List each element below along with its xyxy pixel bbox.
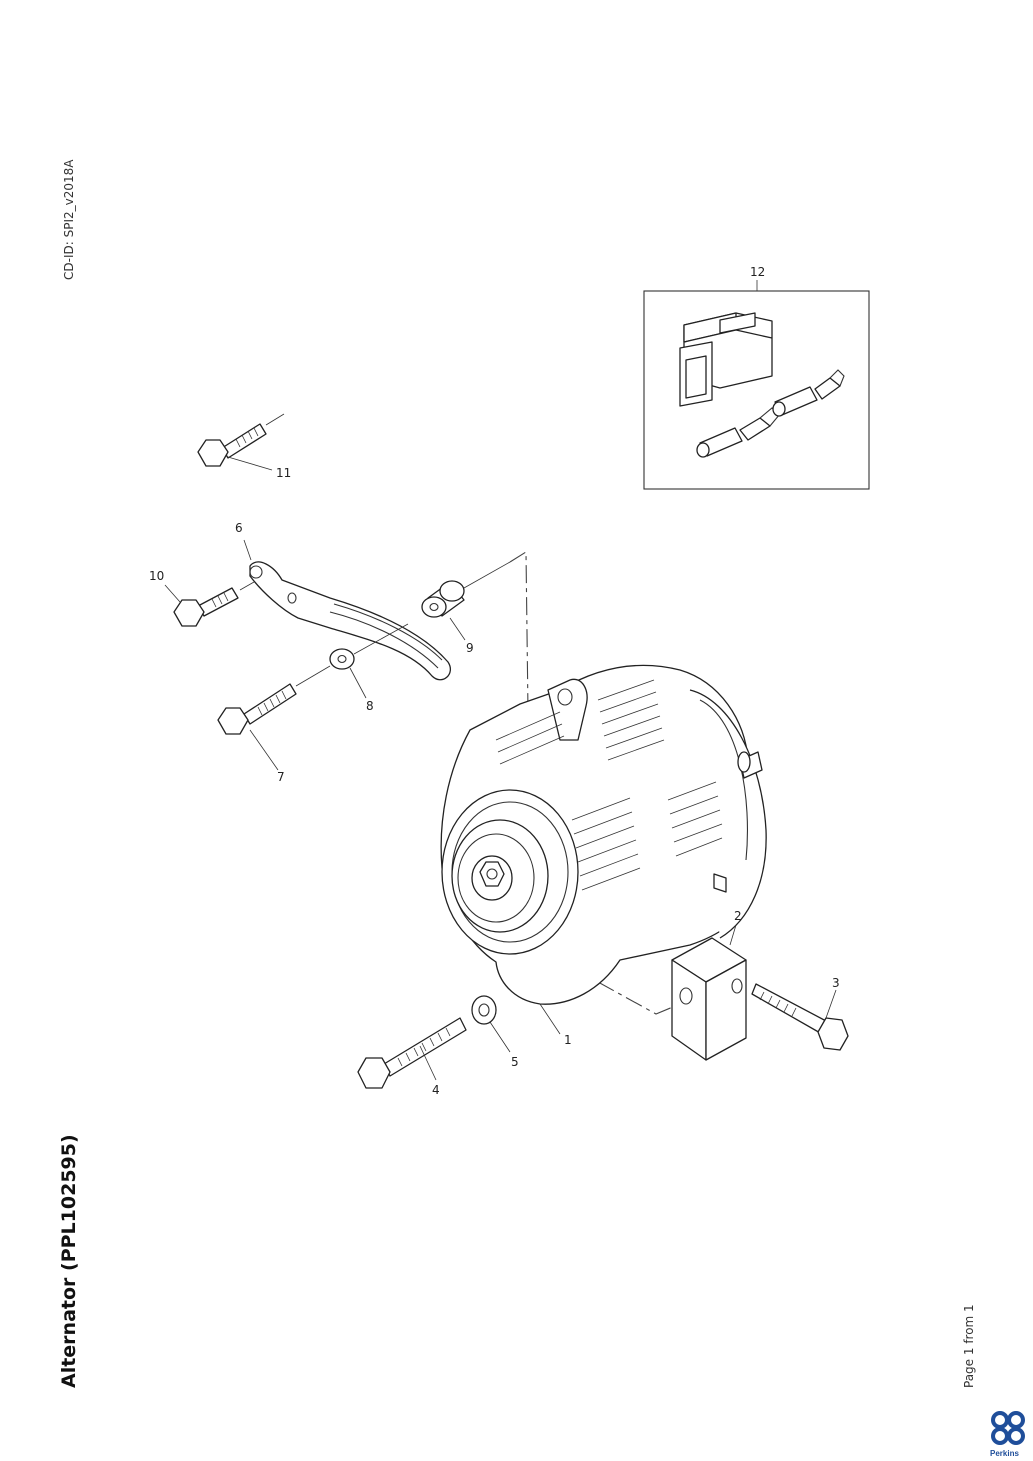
callout-6: 6 <box>235 521 243 535</box>
washer-8 <box>329 623 409 699</box>
terminal-left <box>696 407 781 458</box>
callout-10: 10 <box>149 569 164 583</box>
alignment-line-upper <box>509 551 529 713</box>
adjuster-block <box>671 924 747 1061</box>
callout-7: 7 <box>277 770 285 784</box>
terminal-right <box>772 369 845 417</box>
callout-8: 8 <box>366 699 374 713</box>
perkins-logo-icon <box>991 1411 1025 1445</box>
callout-5: 5 <box>511 1055 519 1069</box>
perkins-logo-text: Perkins <box>990 1449 1019 1458</box>
bolt-10 <box>164 581 255 627</box>
connector-kit-box <box>643 280 870 490</box>
callout-4: 4 <box>432 1083 440 1097</box>
mounting-bracket <box>243 539 451 681</box>
callout-12: 12 <box>750 265 765 279</box>
callout-1: 1 <box>564 1033 572 1047</box>
connector-housing <box>679 312 773 407</box>
cooling-fins-upper <box>495 679 665 765</box>
bolt-11 <box>197 413 285 471</box>
bolt-3 <box>751 983 849 1051</box>
callout-9: 9 <box>466 641 474 655</box>
bolt-4 <box>357 1017 467 1089</box>
cooling-fins-lower <box>571 781 723 891</box>
alternator-body <box>440 664 767 1035</box>
bolt-7 <box>217 665 331 771</box>
washer-5 <box>471 995 511 1053</box>
callout-11: 11 <box>276 466 291 480</box>
callout-2: 2 <box>734 909 742 923</box>
callout-3: 3 <box>832 976 840 990</box>
alignment-line-lower <box>597 981 681 1015</box>
spacer-9 <box>421 561 511 641</box>
